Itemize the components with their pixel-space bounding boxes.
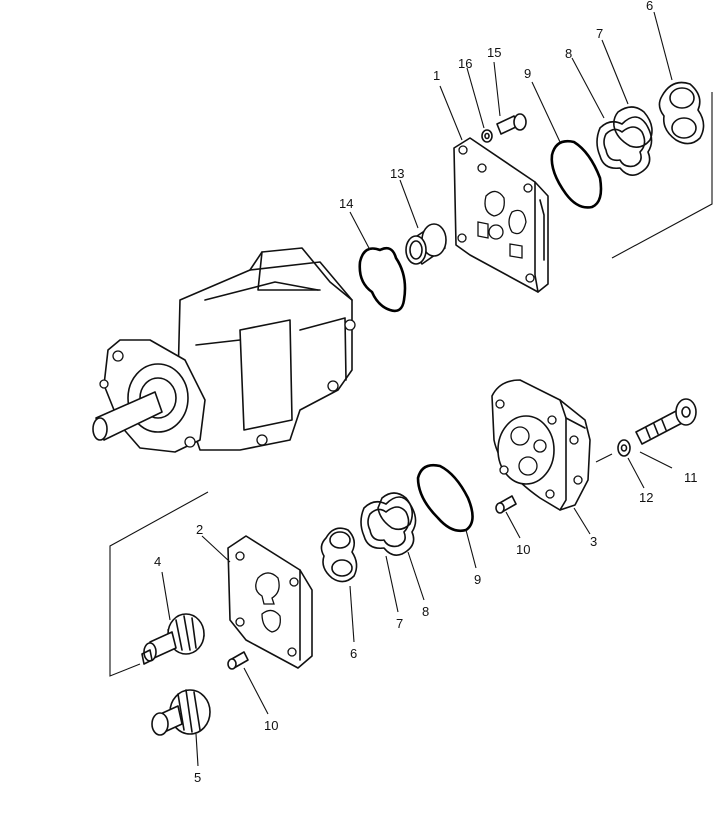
callout-13: 13: [390, 166, 404, 181]
callout-15: 15: [487, 45, 501, 60]
o-ring-9-lower: [416, 463, 474, 533]
callout-14: 14: [339, 196, 353, 211]
callout-9-lower: 9: [474, 572, 481, 587]
callout-12: 12: [639, 490, 653, 505]
o-ring-9-upper: [550, 140, 603, 209]
callout-7-lower: 7: [396, 616, 403, 631]
gear-shaft-4: [141, 613, 205, 665]
wear-plate-6-lower: [320, 527, 358, 583]
callout-2: 2: [196, 522, 203, 537]
gear-5: [151, 689, 211, 736]
bearing-13: [405, 223, 447, 265]
pump-body-3: [491, 379, 591, 511]
dowel-10-upper: [495, 495, 517, 514]
callout-5: 5: [194, 770, 201, 785]
callout-16: 16: [458, 56, 472, 71]
callout-6-upper: 6: [646, 0, 653, 13]
callout-11: 11: [684, 470, 698, 485]
gasket-8-upper: [596, 116, 653, 176]
gasket-14: [358, 246, 407, 313]
washer-12: [617, 439, 631, 457]
dowel-10-lower: [227, 651, 249, 670]
gasket-8-lower: [360, 496, 417, 556]
callout-10-lower: 10: [264, 718, 278, 733]
bolt-11: [635, 398, 697, 445]
callout-7-upper: 7: [596, 26, 603, 41]
washer-16: [481, 129, 493, 143]
callout-3: 3: [590, 534, 597, 549]
callout-8-lower: 8: [422, 604, 429, 619]
bolt-15: [496, 113, 527, 135]
callout-9-upper: 9: [524, 66, 531, 81]
callout-10-upper: 10: [516, 542, 530, 557]
front-plate-2: [227, 535, 313, 669]
seal-7-upper: [613, 106, 653, 148]
callouts: 1 2 3 4 5 6 7 8 9 10 11 12 13 14 15 16 6…: [154, 0, 698, 785]
cover-plate-1: [453, 137, 549, 293]
callout-6-lower: 6: [350, 646, 357, 661]
leader-lines: [161, 11, 673, 767]
callout-4: 4: [154, 554, 161, 569]
wear-plate-6-upper: [658, 81, 705, 145]
callout-1: 1: [433, 68, 440, 83]
seal-7-lower: [377, 492, 414, 531]
callout-8-upper: 8: [565, 46, 572, 61]
pump-assembly: [92, 247, 356, 453]
